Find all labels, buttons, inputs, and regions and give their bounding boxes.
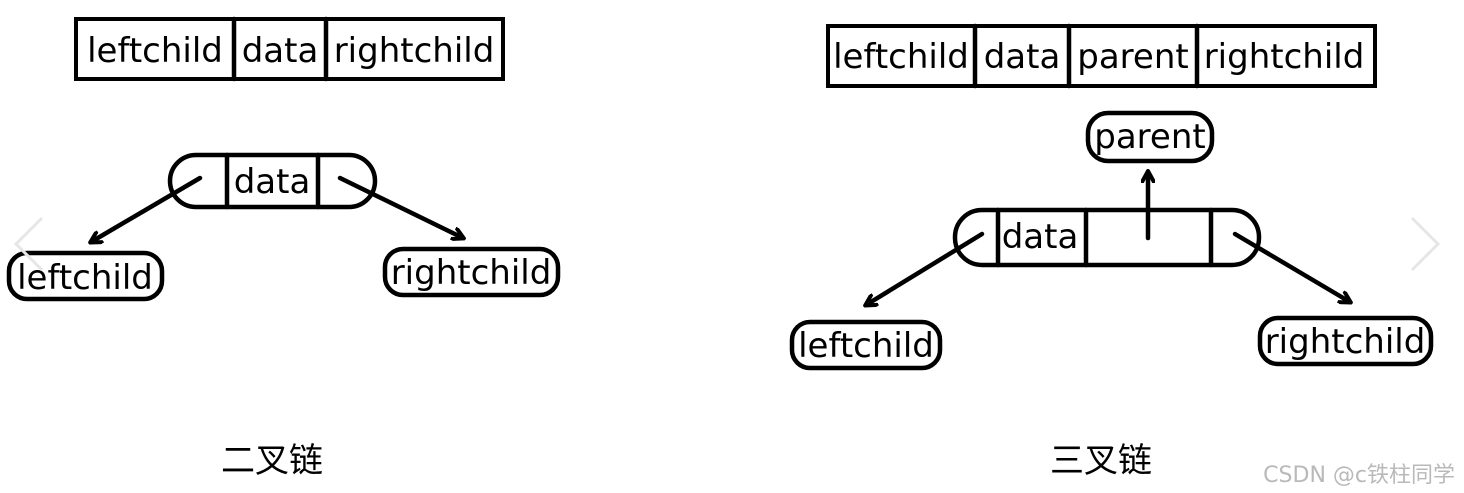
trinary-left-arrow bbox=[866, 231, 985, 305]
trinary-right-child-label: rightchild bbox=[1265, 322, 1426, 362]
trinary-caption: 三叉链 bbox=[1050, 441, 1152, 481]
trinary-left-child-label: leftchild bbox=[798, 326, 934, 366]
binary-right-child: rightchild bbox=[382, 246, 561, 298]
binary-header-record: leftchild data rightchild bbox=[74, 16, 505, 82]
trinary-header-record: leftchild data parent rightchild bbox=[826, 23, 1377, 89]
trinary-right-child: rightchild bbox=[1257, 315, 1434, 367]
trinary-header-border bbox=[826, 24, 1377, 88]
trinary-parent-node-label: parent bbox=[1094, 117, 1205, 157]
trinary-right-child-border bbox=[1257, 315, 1434, 367]
trinary-header-cell-leftchild: leftchild bbox=[833, 37, 969, 77]
trinary-right-arrow bbox=[1232, 231, 1350, 302]
binary-left-child-border bbox=[6, 250, 165, 302]
binary-right-arrow bbox=[337, 175, 463, 238]
trinary-header-cell-parent: parent bbox=[1077, 37, 1188, 77]
binary-header-cell-leftchild: leftchild bbox=[87, 31, 223, 71]
trinary-parent-node: parent bbox=[1085, 110, 1215, 164]
trinary-left-child: leftchild bbox=[789, 319, 943, 371]
trinary-node-label: data bbox=[1002, 217, 1079, 257]
binary-header-cell-data: data bbox=[242, 31, 319, 71]
binary-link-structure: leftchild data rightchild data leftchild… bbox=[6, 16, 561, 481]
binary-node-border bbox=[167, 152, 378, 210]
trinary-link-structure: leftchild data parent rightchild parent … bbox=[789, 23, 1434, 481]
binary-header-border bbox=[74, 17, 505, 81]
binary-right-child-label: rightchild bbox=[391, 253, 552, 293]
binary-header-cell-rightchild: rightchild bbox=[334, 31, 495, 71]
binary-node-label: data bbox=[234, 162, 311, 202]
trinary-left-child-border bbox=[789, 319, 943, 371]
trinary-node-border bbox=[952, 207, 1262, 268]
binary-right-child-border bbox=[382, 246, 561, 298]
binary-node: data bbox=[167, 152, 378, 210]
trinary-node: data bbox=[952, 207, 1262, 268]
trinary-header-cell-data: data bbox=[984, 37, 1061, 77]
binary-left-arrow bbox=[91, 175, 203, 242]
binary-caption: 二叉链 bbox=[221, 441, 323, 481]
chevron-left-icon[interactable] bbox=[13, 216, 44, 272]
watermark: CSDN @c铁柱同学 bbox=[1263, 463, 1455, 488]
chevron-right-icon[interactable] bbox=[1410, 216, 1441, 272]
trinary-parent-node-border bbox=[1085, 110, 1215, 164]
trinary-header-cell-rightchild: rightchild bbox=[1204, 37, 1365, 77]
binary-left-child-label: leftchild bbox=[17, 258, 153, 298]
binary-left-child: leftchild bbox=[6, 250, 165, 302]
